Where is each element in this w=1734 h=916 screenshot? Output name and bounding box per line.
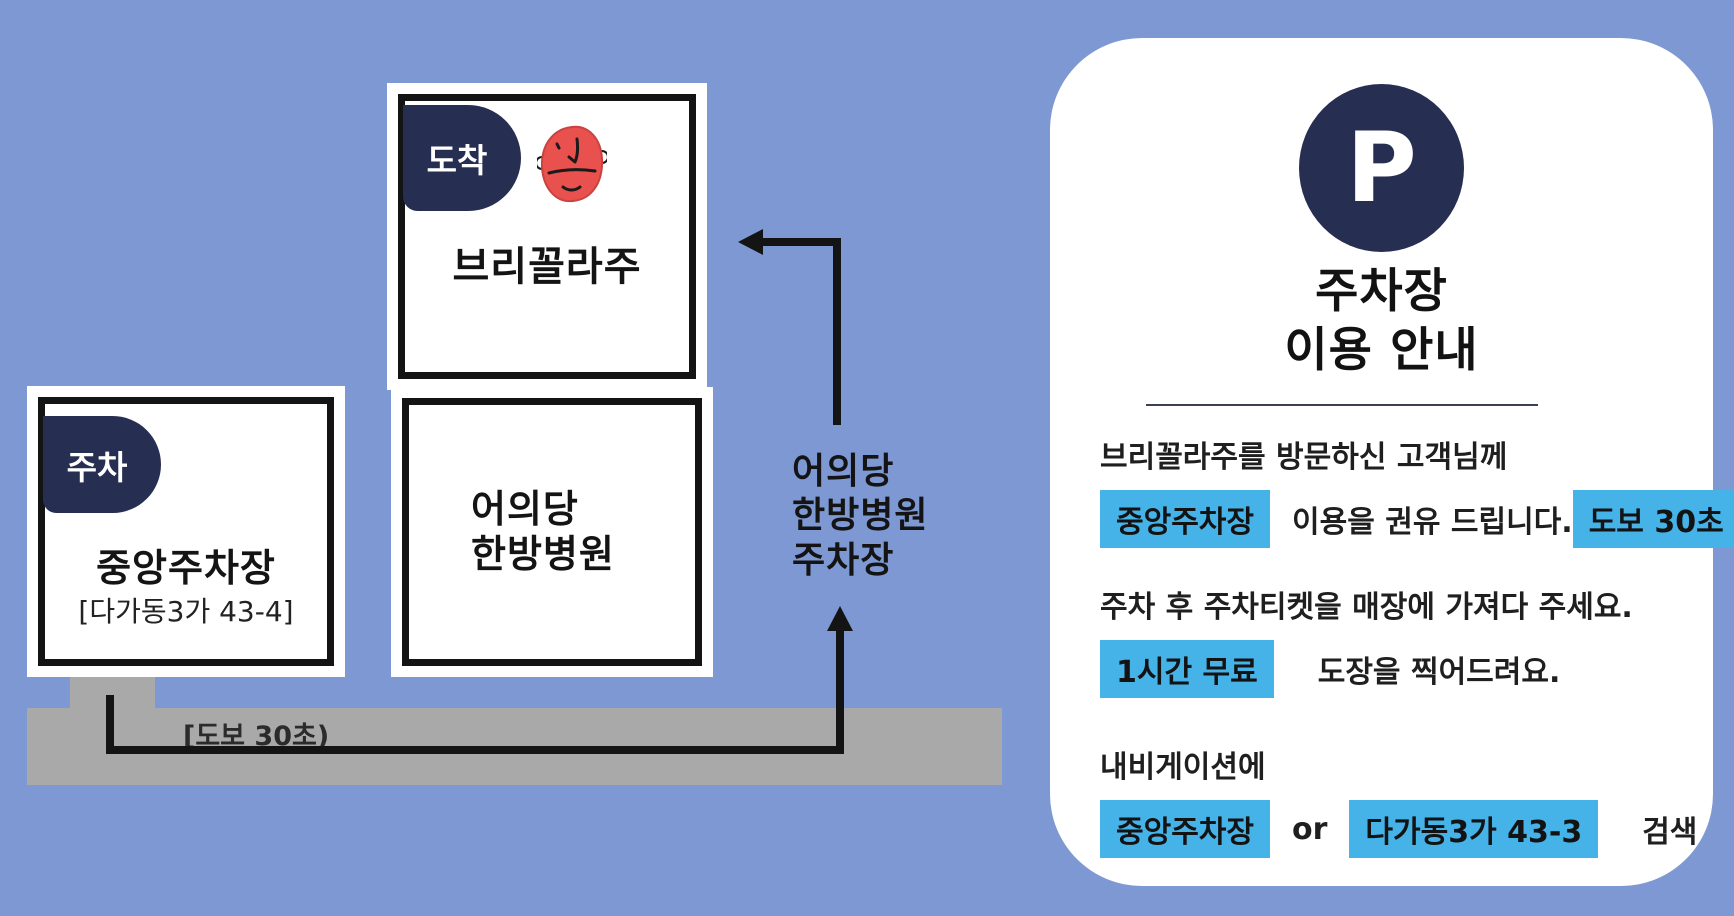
parking-lot-name: 중앙주차장 bbox=[96, 546, 276, 590]
stamp-line: 1시간 무료 도장을 찍어드려요. bbox=[1100, 640, 1691, 699]
road-strip bbox=[27, 708, 1002, 785]
card-body: 브리꼴라주를 방문하신 고객님께 중앙주차장 이용을 권유 드립니다. 도보 3… bbox=[1050, 432, 1734, 859]
stamp-text: 도장을 찍어드려요. bbox=[1317, 655, 1561, 691]
destination-box: 도착 브리꼴라주 bbox=[398, 94, 696, 379]
red-face-doodle-icon bbox=[537, 125, 607, 203]
arrival-badge: 도착 bbox=[403, 105, 521, 211]
navigation-line: 내비게이션에 bbox=[1100, 750, 1266, 786]
intro-line: 브리꼴라주를 방문하신 고객님께 bbox=[1100, 440, 1508, 476]
walk-time-label: [도보 30초) bbox=[183, 721, 330, 752]
highlight-walk-30s: 도보 30초 bbox=[1572, 490, 1734, 549]
recommend-text: 이용을 권유 드립니다. bbox=[1292, 505, 1573, 541]
parking-info-card: P 주차장 이용 안내 브리꼴라주를 방문하신 고객님께 중앙주차장 이용을 권… bbox=[1050, 38, 1734, 886]
hospital-box: 어의당 한방병원 bbox=[402, 398, 702, 666]
route-arrow-upper-line bbox=[752, 238, 841, 425]
search-line: 중앙주차장 or 다가동3가 43-3 검색 bbox=[1100, 800, 1697, 859]
recommend-line: 중앙주차장 이용을 권유 드립니다. 도보 30초 bbox=[1100, 490, 1734, 549]
card-title: 주차장 이용 안내 bbox=[1284, 264, 1479, 379]
arrow-left-head-icon bbox=[738, 229, 763, 255]
or-text: or bbox=[1292, 811, 1328, 847]
ticket-line: 주차 후 주차티켓을 매장에 가져다 주세요. bbox=[1100, 590, 1633, 626]
search-text: 검색 bbox=[1642, 815, 1698, 851]
hospital-parking-label: 어의당 한방병원 주차장 bbox=[792, 451, 929, 581]
parking-badge: 주차 bbox=[43, 416, 161, 513]
hospital-name: 어의당 한방병원 bbox=[471, 487, 615, 576]
highlight-search-parking: 중앙주차장 bbox=[1100, 800, 1270, 859]
title-divider bbox=[1146, 404, 1538, 407]
parking-lot-address: [다가동3가 43-4] bbox=[78, 595, 294, 628]
destination-name: 브리꼴라주 bbox=[452, 244, 642, 290]
highlight-free-hour: 1시간 무료 bbox=[1100, 640, 1274, 699]
highlight-search-address: 다가동3가 43-3 bbox=[1349, 800, 1599, 859]
parking-symbol: P bbox=[1299, 84, 1464, 252]
road-entrance-stub bbox=[70, 672, 155, 714]
parking-lot-box: 주차 중앙주차장 [다가동3가 43-4] bbox=[38, 397, 334, 666]
highlight-central-parking: 중앙주차장 bbox=[1100, 490, 1270, 549]
arrow-up-head-icon bbox=[827, 606, 853, 631]
